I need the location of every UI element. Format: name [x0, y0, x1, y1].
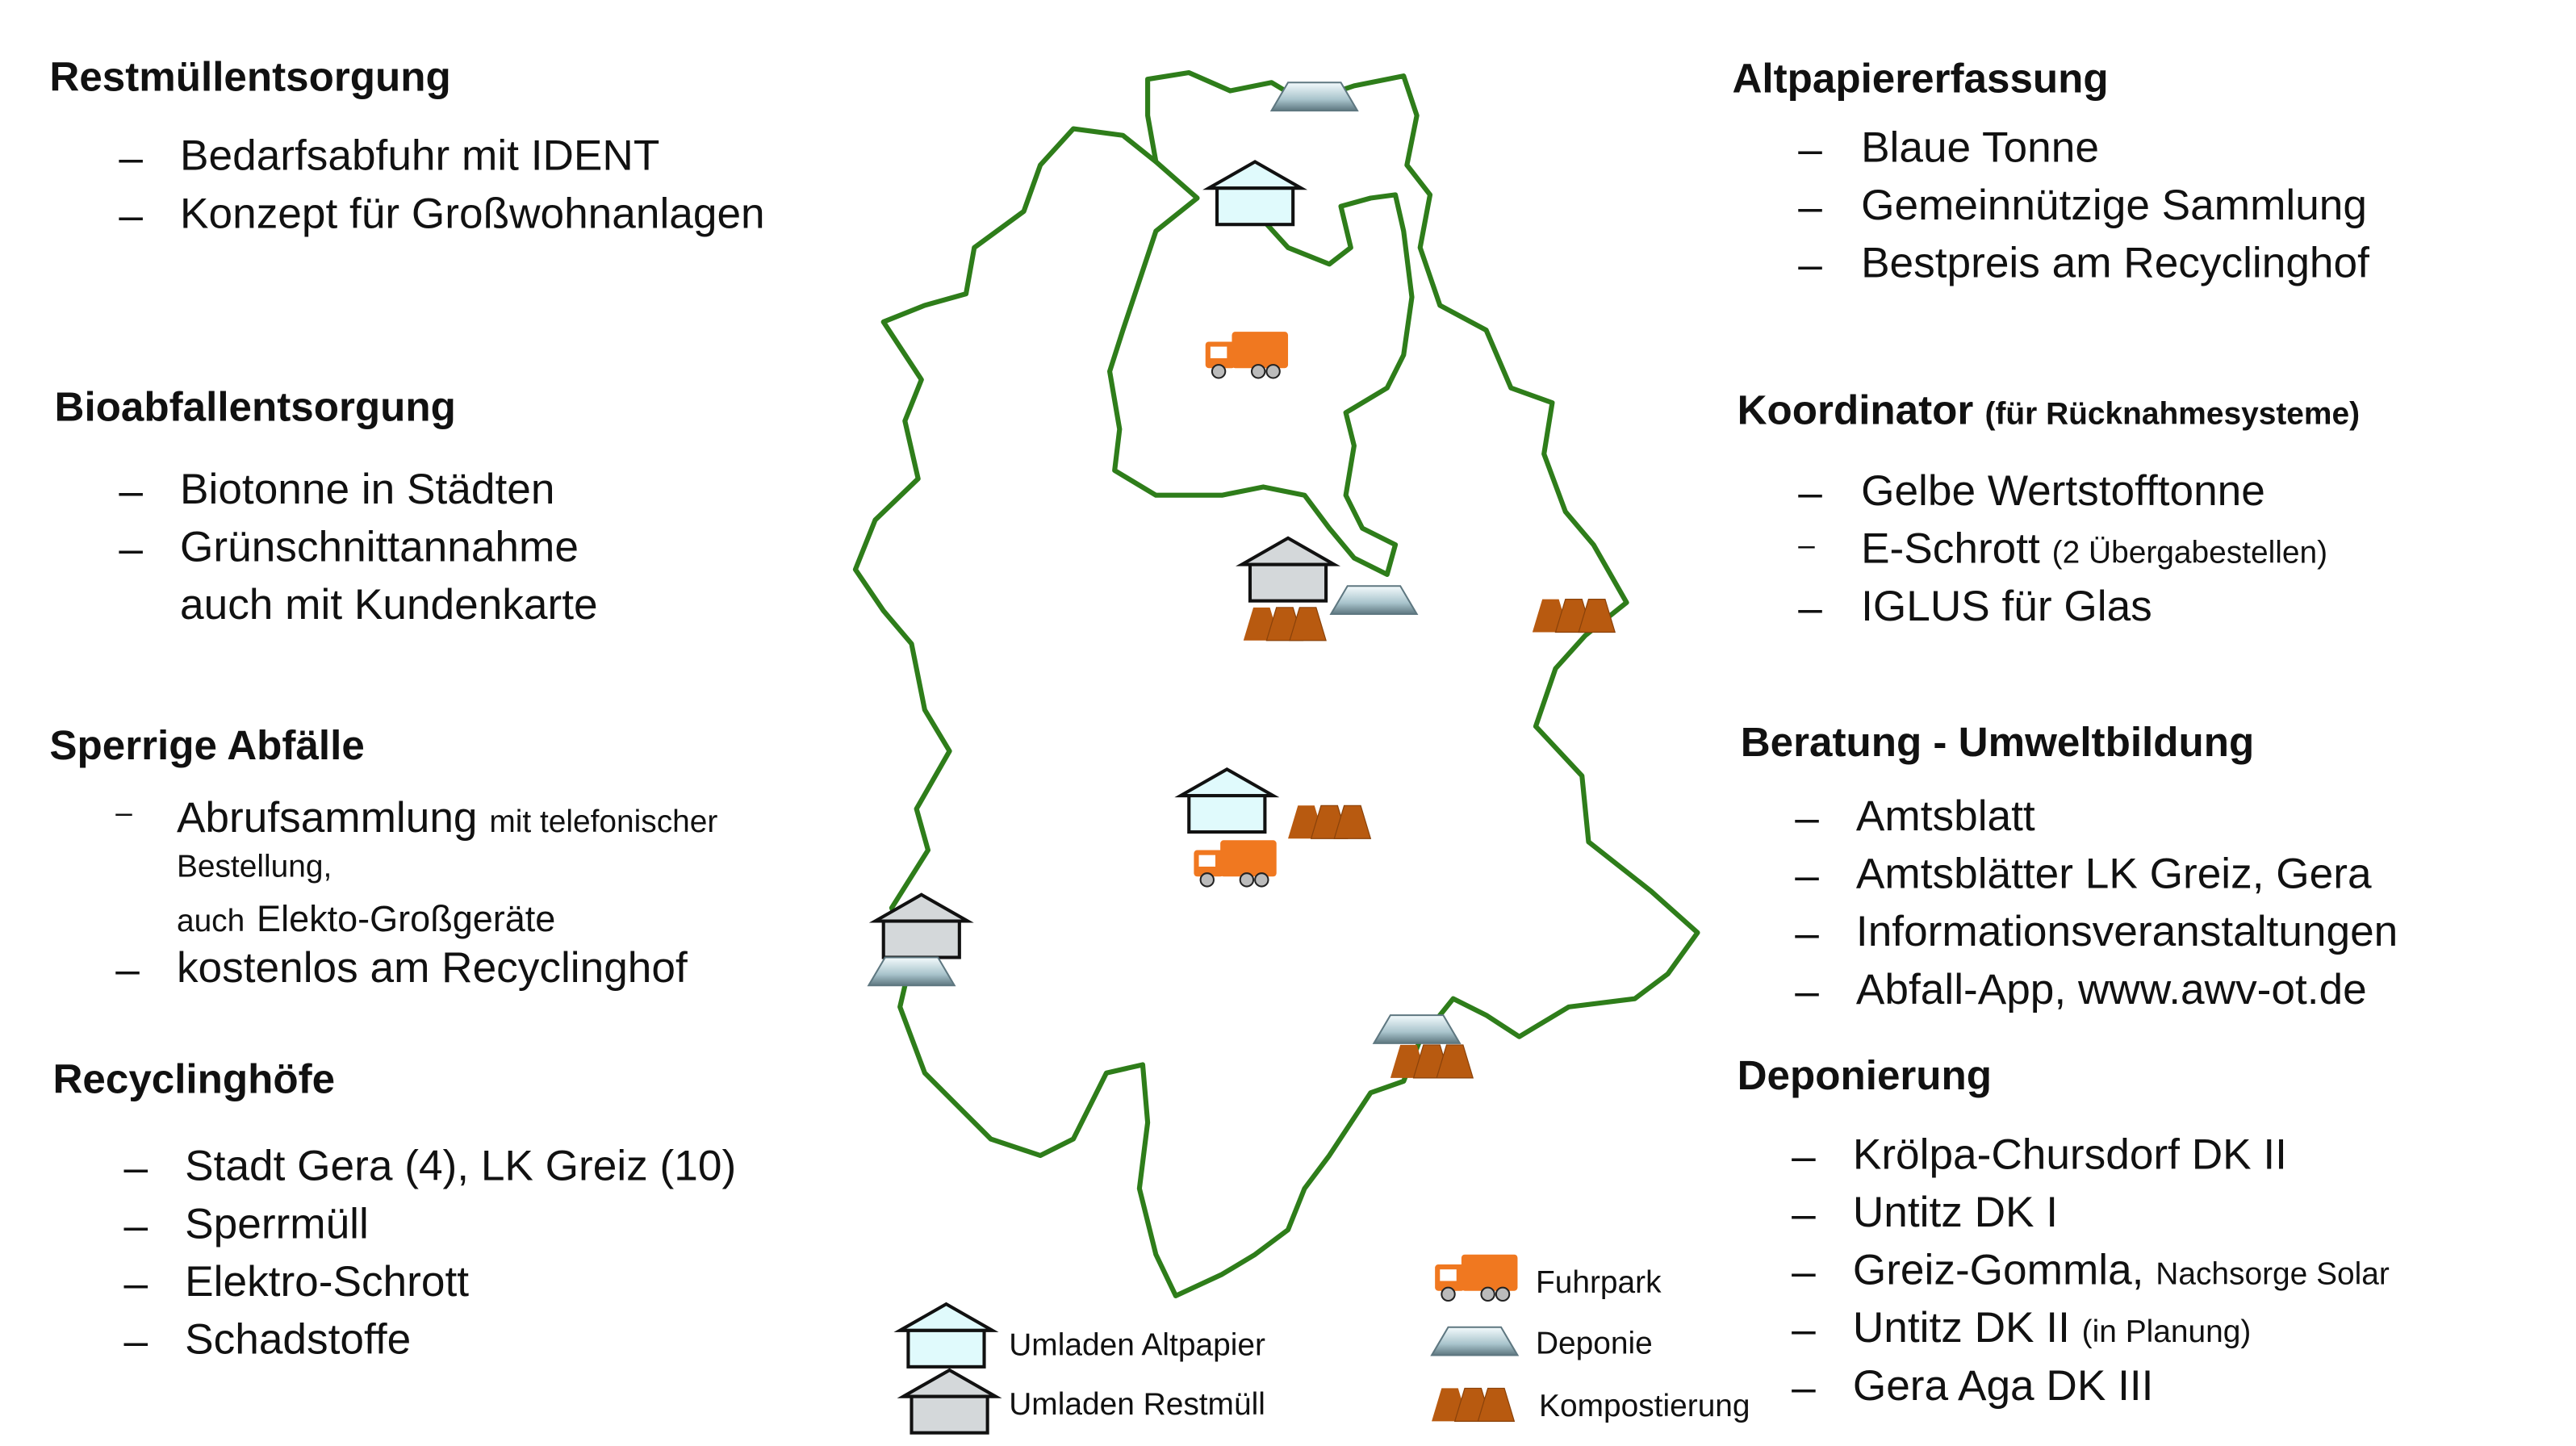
heading-koordinator: Koordinator (für Rücknahmesysteme) — [1738, 388, 2360, 436]
dash: – — [123, 1315, 148, 1365]
dash: – — [119, 132, 143, 182]
heading-restmuell: Restmüllentsorgung — [49, 54, 451, 101]
list-item: Krölpa-Chursdorf DK II — [1852, 1129, 2287, 1179]
dash: – — [123, 1142, 148, 1192]
list-item-continued: Bestellung, — [176, 850, 332, 885]
dash: – — [119, 190, 143, 240]
list-item: Schadstoffe — [185, 1314, 412, 1364]
item-small: (in Planung) — [2081, 1315, 2252, 1351]
list-item: Abfall-App, www.awv-ot.de — [1855, 963, 2367, 1014]
list-item: Stadt Gera (4), LK Greiz (10) — [185, 1140, 737, 1190]
dash: – — [1792, 1188, 1816, 1239]
list-item: Biotonne in Städten — [180, 463, 555, 514]
item-main: Greiz-Gommla, — [1852, 1244, 2144, 1294]
deponie-marker — [1373, 1014, 1461, 1044]
umladen-restmuell-marker — [1242, 538, 1335, 601]
dash: – — [1798, 239, 1822, 289]
item-small: Nachsorge Solar — [2156, 1257, 2390, 1293]
list-item: Blaue Tonne — [1861, 122, 2099, 172]
dash: – — [1792, 1246, 1816, 1296]
dash: – — [123, 1200, 148, 1250]
list-item: IGLUS für Glas — [1861, 581, 2152, 631]
item-main: Untitz DK II — [1852, 1302, 2070, 1352]
heading-small: (für Rücknahmesysteme) — [1984, 398, 2361, 433]
legend-truck-icon — [1434, 1253, 1519, 1302]
kompost-marker — [1532, 598, 1616, 633]
item-small: (2 Übergabestellen) — [2051, 536, 2328, 571]
list-item: Amtsblatt — [1855, 790, 2035, 841]
kompost-marker — [1390, 1044, 1474, 1079]
dash: – — [119, 465, 143, 516]
deponie-marker — [1330, 585, 1418, 616]
dash: – — [115, 796, 132, 829]
dash: – — [119, 523, 143, 573]
list-item: Gemeinnützige Sammlung — [1861, 179, 2368, 230]
heading-altpapier: Altpapiererfassung — [1732, 56, 2109, 102]
deponie-marker — [868, 956, 956, 987]
legend-kompost-icon — [1431, 1387, 1515, 1422]
legend-restmuell-label: Umladen Restmüll — [1009, 1388, 1265, 1423]
legend-fuhrpark-label: Fuhrpark — [1535, 1266, 1662, 1302]
legend-altpapier-icon — [900, 1304, 993, 1367]
kompost-marker — [1243, 607, 1327, 642]
item-small: mit telefonischer — [489, 805, 718, 841]
list-item: Greiz-Gommla, Nachsorge Solar — [1853, 1244, 2390, 1295]
city-border — [1106, 160, 1415, 577]
list-item: Konzept für Großwohnanlagen — [180, 188, 765, 238]
kompost-marker — [1287, 804, 1371, 839]
dash: – — [1792, 1130, 1816, 1181]
item-main: Abrufsammlung — [176, 792, 478, 842]
dash: – — [1798, 583, 1822, 633]
list-item: Sperrmüll — [185, 1198, 369, 1248]
dash: – — [1795, 965, 1819, 1016]
dash: – — [1792, 1361, 1816, 1412]
dash: – — [1795, 908, 1819, 958]
list-item: Amtsblätter LK Greiz, Gera — [1855, 848, 2372, 898]
legend-restmuell-icon — [903, 1370, 996, 1433]
district-border — [852, 69, 1700, 1298]
list-item: kostenlos am Recyclinghof — [176, 942, 688, 993]
dash: – — [1792, 1304, 1816, 1354]
legend-kompost-label: Kompostierung — [1539, 1390, 1750, 1425]
list-item: Bedarfsabfuhr mit IDENT — [180, 130, 660, 180]
item-small: auch — [176, 905, 245, 940]
dash: – — [1798, 182, 1822, 232]
dash: – — [123, 1257, 148, 1308]
dash: – — [1795, 792, 1819, 842]
dash: – — [1798, 466, 1822, 517]
dash: – — [115, 944, 140, 994]
heading-bio: Bioabfallentsorgung — [54, 384, 456, 431]
item-main: Elekto-Großgeräte — [257, 897, 556, 940]
dash: – — [1798, 123, 1822, 173]
list-item: E-Schrott (2 Übergabestellen) — [1861, 523, 2327, 574]
legend-deponie-label: Deponie — [1535, 1327, 1653, 1362]
list-item: Untitz DK I — [1852, 1186, 2059, 1237]
umladen-altpapier-marker — [1181, 769, 1273, 832]
list-item-continued: auch Elekto-Großgeräte — [177, 892, 555, 942]
list-item: Elektro-Schrott — [185, 1256, 470, 1306]
dash: – — [1795, 850, 1819, 900]
legend-altpapier-label: Umladen Altpapier — [1009, 1328, 1265, 1364]
heading-beratung: Beratung - Umweltbildung — [1740, 719, 2255, 767]
list-item: Gera Aga DK III — [1852, 1360, 2154, 1410]
item-main: E-Schrott — [1861, 523, 2040, 573]
list-item: Informationsveranstaltungen — [1855, 906, 2398, 956]
heading-sperrig: Sperrige Abfälle — [49, 723, 365, 770]
list-item-continued: auch mit Kundenkarte — [180, 579, 598, 629]
list-item: Bestpreis am Recyclinghof — [1861, 237, 2369, 287]
list-item: Untitz DK II (in Planung) — [1853, 1302, 2251, 1353]
umladen-altpapier-marker — [1209, 161, 1302, 224]
list-item: Grünschnittannahme — [180, 521, 579, 571]
legend-deponie-icon — [1431, 1326, 1519, 1356]
dash: – — [1798, 528, 1815, 562]
list-item: Gelbe Wertstofftonne — [1861, 465, 2265, 516]
heading-recyclinghoefe: Recyclinghöfe — [52, 1056, 336, 1103]
umladen-restmuell-marker — [875, 895, 968, 958]
fuhrpark-marker — [1193, 839, 1278, 888]
heading-main: Koordinator — [1737, 387, 1974, 435]
fuhrpark-marker — [1204, 331, 1290, 379]
heading-deponierung: Deponierung — [1737, 1053, 1993, 1100]
list-item: Abrufsammlung mit telefonischer — [177, 792, 717, 843]
